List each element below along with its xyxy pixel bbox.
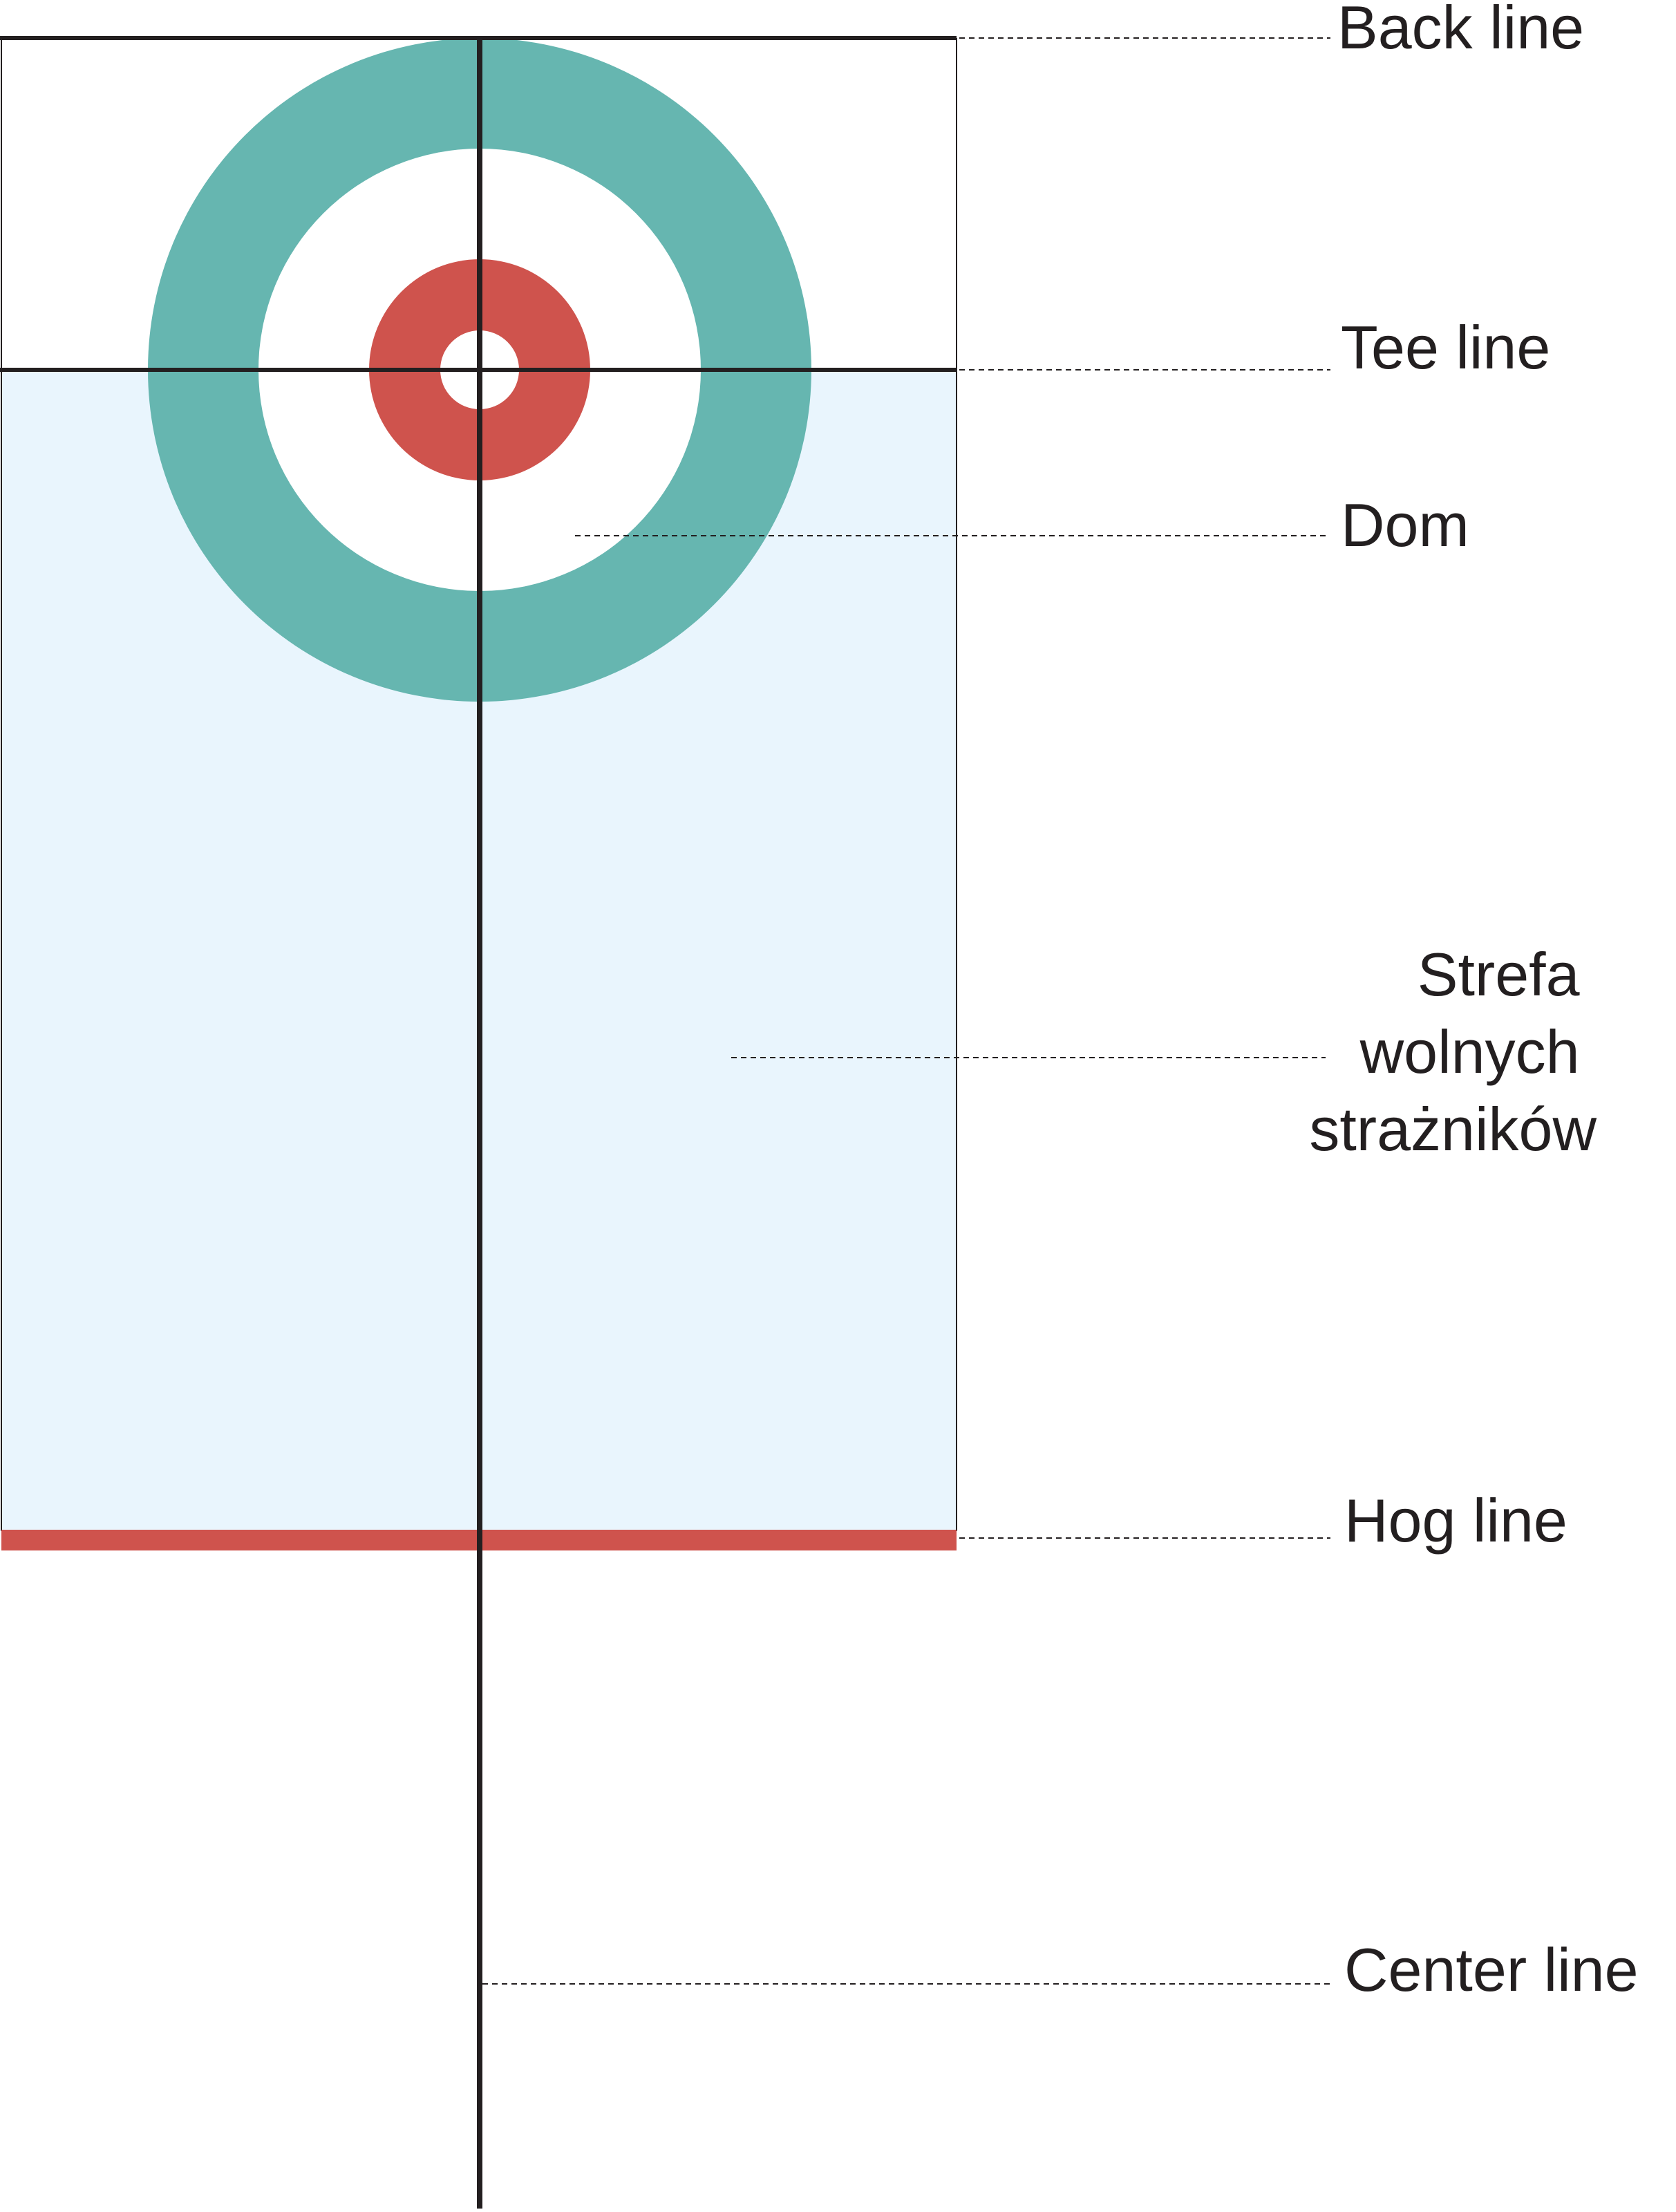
free-guard-zone-label-line-1: Strefa — [1418, 940, 1580, 1009]
free-guard-zone-label: Strefa wolnych strażników — [1309, 940, 1597, 1163]
tee-line-label: Tee line — [1341, 313, 1550, 382]
hog-line-label: Hog line — [1344, 1486, 1567, 1555]
free-guard-zone-label-line-2: wolnych — [1359, 1018, 1580, 1086]
free-guard-zone-label-line-3: strażników — [1309, 1095, 1597, 1163]
house-label: Dom — [1341, 491, 1469, 559]
center-line-label: Center line — [1344, 1936, 1639, 2004]
back-line-label: Back line — [1337, 0, 1584, 62]
